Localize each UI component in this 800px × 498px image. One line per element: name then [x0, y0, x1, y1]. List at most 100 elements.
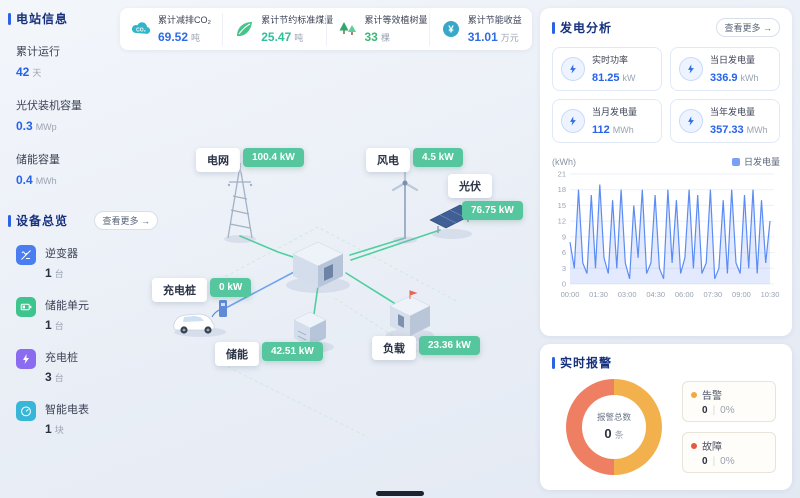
home-indicator: [376, 491, 424, 496]
generation-header: 发电分析 查看更多 →: [552, 18, 780, 37]
node-value: 76.75 kW: [462, 201, 523, 220]
flow-node-pv: 光伏 76.75 kW: [448, 174, 523, 220]
kpi-value: 69.52: [158, 29, 189, 44]
flow-node-load: 负载 23.36 kW: [372, 336, 480, 360]
kpi-unit: 棵: [380, 32, 390, 43]
stat-unit: MWh: [35, 176, 57, 186]
warning-dot: [691, 391, 697, 398]
kpi-unit: 吨: [191, 32, 201, 43]
metric-value: 81.25: [592, 71, 620, 84]
generation-view-more-button[interactable]: 查看更多 →: [716, 18, 780, 37]
node-label: 风电: [366, 148, 410, 172]
kpi-label: 累计节约标准煤量: [261, 14, 334, 25]
node-label: 光伏: [448, 174, 492, 198]
station-info-title: 电站信息: [16, 12, 69, 26]
svg-text:00:00: 00:00: [561, 290, 580, 299]
header-accent-bar: [552, 21, 555, 34]
device-count: 1: [45, 422, 52, 436]
device-overview-title: 设备总览: [16, 214, 69, 228]
inverter-icon: [16, 245, 36, 265]
device-label: 智能电表: [45, 404, 89, 416]
device-label: 充电桩: [45, 352, 78, 364]
node-label: 充电桩: [152, 278, 207, 302]
metric-value: 112: [592, 123, 610, 136]
node-value: 42.51 kW: [262, 342, 323, 361]
alarm-title: 实时报警: [560, 356, 613, 370]
alarm-legend-fault: 故障 0 | 0%: [682, 432, 776, 473]
device-count: 1: [45, 318, 52, 332]
kpi-label: 累计减排CO₂: [158, 14, 211, 25]
alarm-total-unit: 条: [614, 430, 624, 440]
power-bolt-icon: [679, 109, 703, 133]
stat-value: 0.3: [16, 119, 33, 133]
stat-label: 储能容量: [16, 154, 60, 166]
node-label: 电网: [196, 148, 240, 172]
device-label: 储能单元: [45, 300, 89, 312]
svg-text:CO₂: CO₂: [136, 27, 146, 33]
svg-text:6: 6: [562, 248, 566, 257]
metric-value: 336.9: [710, 71, 738, 84]
svg-text:9: 9: [562, 232, 566, 241]
ev-car-illustration: [173, 300, 227, 337]
metric-label: 当月发电量: [592, 106, 638, 117]
kpi-label: 累计等效植树量: [364, 14, 428, 25]
revenue-coin-icon: ¥: [440, 18, 462, 40]
svg-text:01:30: 01:30: [589, 290, 608, 299]
alarm-total-value: 0: [604, 426, 612, 441]
stat-unit: 天: [32, 68, 42, 78]
alarm-title-group: 实时报警: [552, 354, 612, 371]
power-bolt-icon: [561, 57, 585, 81]
svg-text:04:30: 04:30: [646, 290, 665, 299]
alarm-legend-warning: 告警 0 | 0%: [682, 381, 776, 422]
central-station-illustration: [286, 241, 350, 293]
wind-turbine-illustration: [391, 167, 419, 244]
node-value: 0 kW: [210, 278, 252, 297]
station-info-header: 电站信息: [8, 10, 134, 27]
metric-label: 当日发电量: [710, 54, 756, 65]
device-unit: 块: [54, 425, 64, 435]
device-label: 逆变器: [45, 248, 78, 260]
kpi-value: 25.47: [261, 29, 292, 44]
separator: |: [712, 405, 716, 416]
svg-text:09:00: 09:00: [732, 290, 751, 299]
warning-count: 0: [702, 405, 708, 416]
fault-count: 0: [702, 456, 708, 467]
metric-unit: MWh: [612, 124, 634, 135]
fault-label: 故障: [702, 442, 722, 453]
alarm-legend: 告警 0 | 0% 故障 0 | 0%: [682, 381, 776, 473]
svg-text:21: 21: [558, 170, 566, 179]
grid-tower-illustration: [224, 163, 256, 243]
charging-bolt-icon: [16, 349, 36, 369]
separator: |: [712, 456, 716, 467]
kpi-unit: 吨: [294, 32, 304, 43]
metric-unit: MWh: [746, 124, 768, 135]
warning-percent: 0%: [720, 405, 735, 416]
node-label: 负载: [372, 336, 416, 360]
fault-percent: 0%: [720, 456, 735, 467]
header-accent-bar: [8, 12, 11, 25]
device-view-more-button[interactable]: 查看更多 →: [94, 211, 158, 230]
header-accent-bar: [552, 356, 555, 369]
svg-text:12: 12: [558, 217, 566, 226]
warning-label: 告警: [702, 391, 722, 402]
stat-unit: MWp: [35, 122, 57, 132]
metric-label: 实时功率: [592, 54, 629, 65]
header-accent-bar: [8, 214, 11, 227]
